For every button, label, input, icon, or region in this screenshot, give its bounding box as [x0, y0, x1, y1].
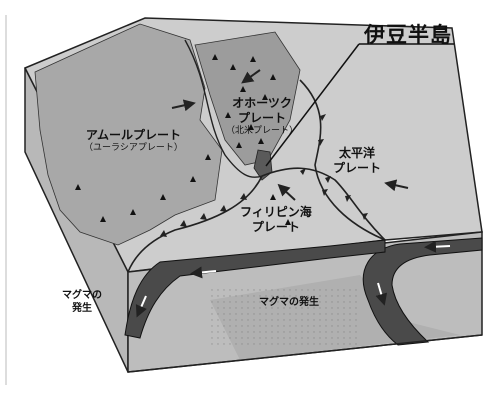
japan-trench [299, 79, 386, 241]
plate-motion-arrow [384, 179, 409, 192]
volcano-icon [240, 86, 246, 92]
volcano-icon [75, 184, 81, 190]
volcano-icon [205, 154, 211, 160]
volcano-icon [190, 176, 196, 182]
volcano-icon [212, 54, 218, 60]
philippine-plate-label: フィリピン海 プレート [240, 205, 312, 235]
izu-peninsula [253, 149, 273, 181]
pacific-plate-label: 太平洋 プレート [333, 146, 381, 176]
magma-dots [210, 285, 360, 345]
volcano-icon [270, 194, 276, 200]
volcano-icon [225, 112, 231, 118]
pacific-plate-line1: 太平洋 [339, 146, 376, 160]
amur-plate-name: アムールプレート [85, 128, 181, 142]
philippine-slab [124, 239, 386, 339]
nankai-trench [127, 175, 263, 273]
plate-motion-arrow [190, 266, 217, 279]
volcano-icon [230, 64, 236, 70]
callout-izu-label: 伊豆半島 [364, 23, 452, 47]
magma-left-line1: マグマの [62, 290, 102, 301]
philippine-plate-line2: プレート [251, 220, 300, 234]
volcano-icon [250, 56, 256, 62]
plate-motion-arrows [171, 69, 409, 201]
pacific-plate-line2: プレート [333, 161, 382, 175]
volcano-icon [270, 74, 276, 80]
volcano-icon [236, 142, 242, 148]
plate-motion-arrow [424, 240, 451, 253]
okhotsk-plate-subname: （北米プレート） [226, 126, 299, 136]
okhotsk-plate-label: オホーツク プレート （北米プレート） [226, 96, 298, 137]
trench-teeth [160, 114, 368, 237]
izu-bonin-trench [261, 167, 386, 241]
magma-center-label: マグマの発生 [259, 297, 319, 308]
pacific-slab [362, 237, 483, 346]
volcano-icon [262, 94, 268, 100]
magma-left-label: マグマの 発生 [62, 289, 102, 315]
plate-motion-arrow [171, 99, 196, 112]
volcano-icon [285, 219, 291, 225]
volcano-icon [100, 216, 106, 222]
volcano-icons [75, 54, 291, 225]
plate-motion-arrow [375, 282, 388, 306]
amur-plate-subname: （ユーラシアプレート） [84, 143, 183, 153]
okhotsk-plate-line1: オホーツク [232, 96, 292, 110]
volcano-icon [258, 138, 264, 144]
okhotsk-plate-line2: プレート [238, 111, 287, 125]
philippine-plate-line1: フィリピン海 [240, 205, 312, 219]
plate-motion-arrow [135, 295, 147, 318]
front-bottom-edge [127, 334, 483, 373]
callout-leader-line [265, 43, 360, 167]
slab-arrows [135, 240, 451, 318]
volcano-icon [248, 124, 254, 130]
magma-left-line2: 発生 [72, 303, 92, 314]
volcano-icon [130, 209, 136, 215]
plate-motion-arrow [241, 69, 261, 84]
amur-land [34, 23, 223, 246]
boundary-amur-okhotsk [184, 39, 263, 178]
volcano-icon [160, 194, 166, 200]
amur-plate-label: アムールプレート （ユーラシアプレート） [84, 128, 183, 154]
plate-motion-arrow [277, 183, 296, 201]
